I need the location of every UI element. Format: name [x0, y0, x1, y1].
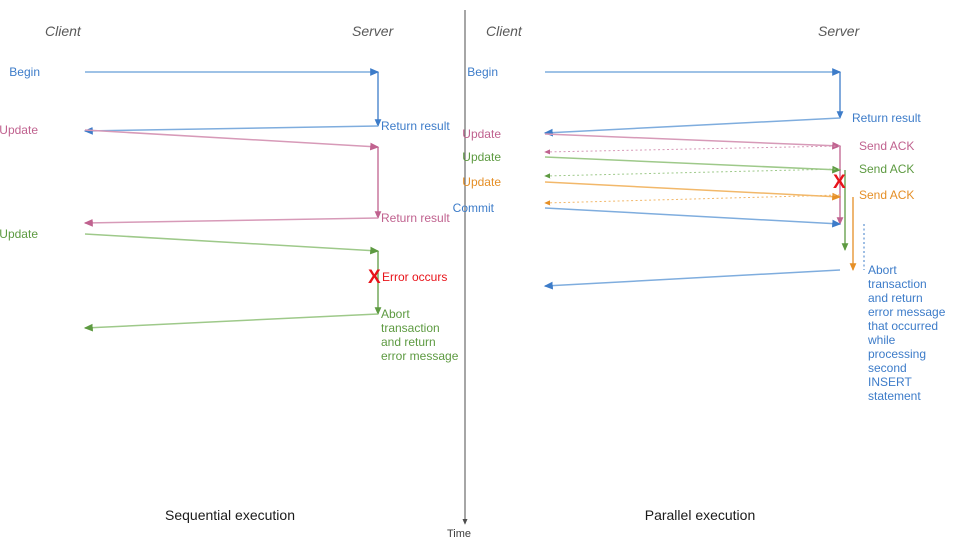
message-arrow-return-result-2[interactable]	[83, 217, 379, 227]
message-label-line: error message	[868, 305, 946, 319]
panel-caption-sequential: Sequential execution	[165, 507, 295, 523]
message-label-update-3: Update	[462, 175, 501, 189]
message-label-line: statement	[868, 389, 921, 403]
message-label-line: Begin	[467, 65, 498, 79]
message-label-line: Abort	[868, 263, 897, 277]
message-label-begin: Begin	[9, 65, 40, 79]
time-axis: Time	[447, 10, 471, 540]
message-label-line: processing	[868, 347, 926, 361]
panel-caption-parallel: Parallel execution	[645, 507, 756, 523]
message-label-return-result: Return result	[852, 111, 921, 125]
message-label-line: Return result	[381, 119, 450, 133]
message-arrow-update-1[interactable]	[544, 133, 842, 150]
error-x-icon: X	[833, 172, 846, 193]
message-label-update-2: Update	[0, 227, 38, 241]
message-label-send-ack-1: Send ACK	[859, 139, 914, 153]
actor-label-server: Server	[818, 23, 861, 39]
message-arrow-send-ack-2[interactable]	[544, 168, 841, 179]
message-label-line: error message	[381, 349, 459, 363]
message-arrow-send-ack-1[interactable]	[544, 145, 841, 155]
message-label-line: and return	[868, 291, 923, 305]
message-label-send-ack-2: Send ACK	[859, 162, 914, 176]
message-label-update-2: Update	[462, 150, 501, 164]
message-label-line: Abort	[381, 307, 410, 321]
message-label-return-result-1: Return result	[381, 119, 450, 133]
message-label-update-1: Update	[0, 123, 38, 137]
message-label-line: transaction	[381, 321, 440, 335]
message-label-line: Update	[0, 227, 38, 241]
message-label-line: transaction	[868, 277, 927, 291]
message-label-return-result-2: Return result	[381, 211, 450, 225]
message-arrow-update-3[interactable]	[544, 181, 842, 201]
message-arrow-commit[interactable]	[544, 207, 842, 228]
message-label-line: second	[868, 361, 907, 375]
message-label-update-1: Update	[462, 127, 501, 141]
message-label-line: Update	[0, 123, 38, 137]
actor-label-client: Client	[45, 23, 82, 39]
message-arrow-update-1[interactable]	[84, 129, 380, 151]
time-axis-label: Time	[447, 528, 471, 540]
message-label-line: Begin	[9, 65, 40, 79]
error-label: Error occurs	[382, 270, 447, 284]
message-label-line: Commit	[453, 201, 495, 215]
error-x-icon: X	[368, 267, 381, 288]
message-label-commit: Commit	[453, 201, 495, 215]
message-label-line: Update	[462, 175, 501, 189]
message-label-line: Return result	[852, 111, 921, 125]
message-arrow-send-ack-3[interactable]	[544, 194, 841, 206]
message-arrow-abort-return[interactable]	[543, 269, 841, 290]
message-label-line: Return result	[381, 211, 450, 225]
message-label-line: INSERT	[868, 375, 912, 389]
message-label-line: while	[867, 333, 896, 347]
message-label-line: and return	[381, 335, 436, 349]
actor-label-client: Client	[486, 23, 523, 39]
message-arrow-return-result[interactable]	[543, 117, 841, 137]
message-label-line: that occurred	[868, 319, 938, 333]
message-label-send-ack-3: Send ACK	[859, 188, 914, 202]
message-label-line: Send ACK	[859, 162, 914, 176]
message-label-begin: Begin	[467, 65, 498, 79]
message-arrow-update-2[interactable]	[84, 233, 380, 255]
message-label-line: Send ACK	[859, 188, 914, 202]
actor-label-server: Server	[352, 23, 395, 39]
message-arrow-abort-return[interactable]	[83, 313, 379, 332]
message-label-line: Send ACK	[859, 139, 914, 153]
message-label-line: Update	[462, 127, 501, 141]
message-arrow-update-2[interactable]	[544, 156, 842, 174]
message-arrow-return-result-1[interactable]	[83, 125, 379, 135]
message-label-line: Update	[462, 150, 501, 164]
